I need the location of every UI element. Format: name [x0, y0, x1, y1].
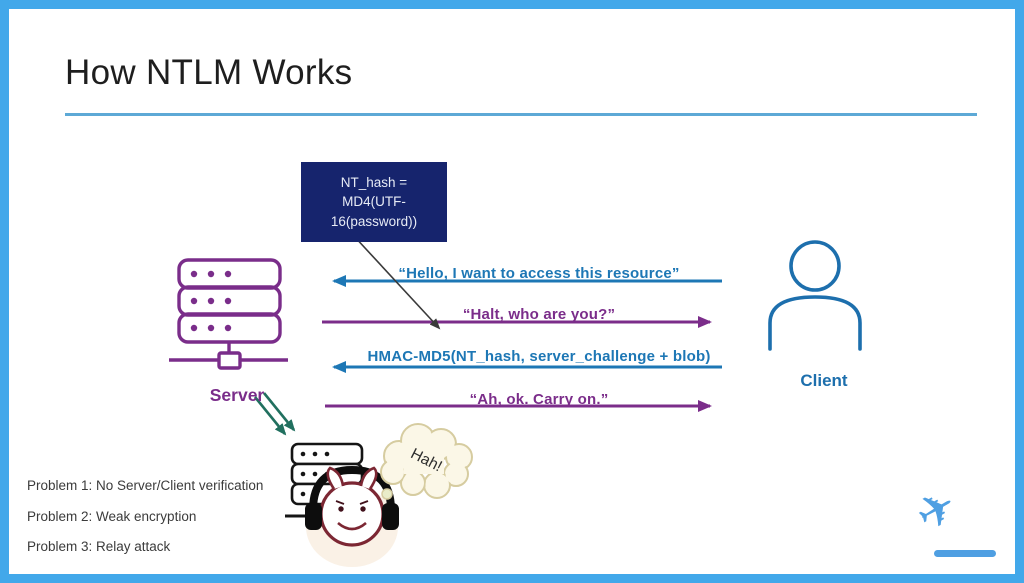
thought-cloud: Hah! [380, 423, 473, 500]
airplane-runway-bar [934, 550, 996, 557]
problem-1: Problem 1: No Server/Client verification [27, 478, 264, 493]
devil-headphones-icon [285, 442, 399, 567]
problem-2: Problem 2: Weak encryption [27, 509, 197, 524]
attacker-speech: Hah! [408, 445, 445, 475]
nt-hash-note-box: NT_hash = MD4(UTF- 16(password)) [301, 162, 447, 242]
note-line-3: 16(password)) [330, 213, 418, 229]
note-line-1: NT_hash = [340, 174, 408, 190]
page-title: How NTLM Works [65, 53, 353, 92]
airplane-takeoff-icon: ✈ [906, 477, 966, 543]
problem-3: Problem 3: Relay attack [27, 539, 171, 554]
message-carry-on: “Ah, ok. Carry on.” [469, 391, 609, 408]
title-underline [65, 113, 977, 116]
person-icon [768, 240, 862, 351]
message-halt: “Halt, who are you?” [462, 306, 616, 323]
server-rack-icon [169, 258, 288, 370]
server-label: Server [209, 385, 265, 405]
client-label: Client [800, 371, 848, 390]
message-hello: “Hello, I want to access this resource” [398, 265, 680, 282]
note-line-2: MD4(UTF- [342, 194, 406, 210]
message-hmac: HMAC-MD5(NT_hash, server_challenge + blo… [367, 348, 711, 365]
